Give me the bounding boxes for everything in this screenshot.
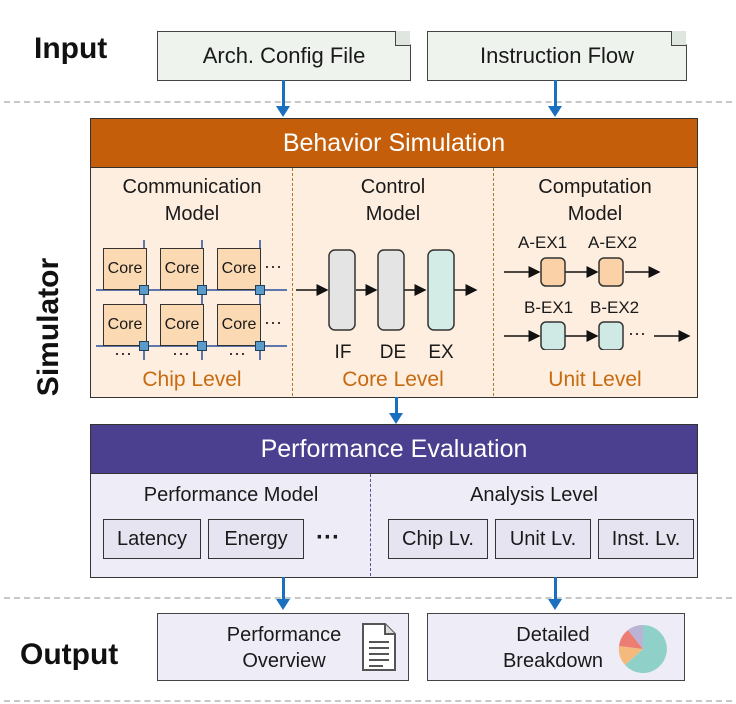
latency-box: Latency [103, 519, 201, 559]
input-label: Input [34, 32, 108, 65]
router-node [139, 341, 149, 351]
core-block: Core [217, 304, 261, 346]
pie-chart-icon [618, 624, 667, 673]
unit-level-box: Unit Lv. [495, 519, 591, 559]
ellipsis: ··· [228, 343, 246, 363]
control-model-title: Control Model [360, 176, 426, 225]
arch-config-file-label: Arch. Config File [202, 43, 366, 68]
stage-label-if: IF [334, 342, 352, 363]
core-block: Core [103, 248, 147, 290]
instruction-level-box: Inst. Lv. [598, 519, 694, 559]
separator-input [4, 101, 732, 103]
arrow-down [276, 80, 290, 117]
document-icon [362, 623, 396, 671]
instruction-flow-label: Instruction Flow [479, 43, 635, 68]
unit-a-ex1 [540, 257, 566, 287]
unit-label-b-ex1: B-EX1 [524, 298, 574, 317]
performance-evaluation-title: Performance Evaluation [260, 434, 528, 463]
ellipsis: ··· [264, 312, 282, 332]
computation-model-title: Computation Model [538, 176, 652, 225]
detailed-breakdown-label: Detailed Breakdown [502, 624, 604, 672]
unit-label-a-ex1: A-EX1 [518, 233, 568, 252]
separator-bottom [4, 700, 732, 702]
unit-level-label: Unit Level [548, 368, 642, 391]
column-divider [292, 168, 293, 396]
performance-evaluation-header: Performance Evaluation [90, 424, 698, 474]
separator-output [4, 597, 732, 599]
router-node [255, 285, 265, 295]
ellipsis: ··· [628, 323, 646, 343]
router-node [197, 285, 207, 295]
execution-unit-diagram [504, 257, 691, 350]
arch-config-file-box: Arch. Config File [157, 31, 411, 81]
arrow-down [276, 577, 290, 610]
performance-model-title: Performance Model [143, 484, 319, 506]
arrow-down [548, 80, 562, 117]
performance-overview-label: Performance Overview [226, 624, 342, 672]
stage-if [328, 249, 356, 331]
column-divider [370, 474, 371, 576]
stage-label-de: DE [379, 342, 407, 363]
unit-b-ex1 [540, 321, 566, 350]
unit-b-ex2 [598, 321, 624, 350]
core-level-label: Core Level [342, 368, 444, 391]
stage-label-ex: EX [428, 342, 454, 363]
core-block: Core [103, 304, 147, 346]
communication-model-title: Communication Model [122, 176, 262, 225]
arrow-down [389, 397, 403, 424]
core-block: Core [160, 304, 204, 346]
file-fold-corner [671, 31, 686, 46]
unit-a-ex2 [598, 257, 624, 287]
analysis-level-title: Analysis Level [470, 484, 598, 506]
arrow-down [548, 577, 562, 610]
ellipsis: ··· [172, 343, 190, 363]
core-block: Core [160, 248, 204, 290]
unit-label-b-ex2: B-EX2 [590, 298, 640, 317]
router-node [197, 341, 207, 351]
stage-de [377, 249, 405, 331]
pipeline-diagram [296, 249, 478, 331]
chip-level-label: Chip Level [142, 368, 242, 391]
ellipsis: ··· [114, 343, 132, 363]
energy-box: Energy [208, 519, 304, 559]
chip-level-box: Chip Lv. [388, 519, 488, 559]
ellipsis: ··· [316, 524, 340, 551]
instruction-flow-box: Instruction Flow [427, 31, 687, 81]
ellipsis: ··· [264, 256, 282, 276]
simulator-label: Simulator [32, 257, 65, 397]
output-label: Output [20, 638, 119, 671]
stage-ex [427, 249, 455, 331]
router-node [255, 341, 265, 351]
behavior-simulation-title: Behavior Simulation [282, 128, 506, 157]
router-node [139, 285, 149, 295]
behavior-simulation-header: Behavior Simulation [90, 118, 698, 168]
core-block: Core [217, 248, 261, 290]
file-fold-corner [395, 31, 410, 46]
column-divider [493, 168, 494, 396]
unit-label-a-ex2: A-EX2 [588, 233, 638, 252]
